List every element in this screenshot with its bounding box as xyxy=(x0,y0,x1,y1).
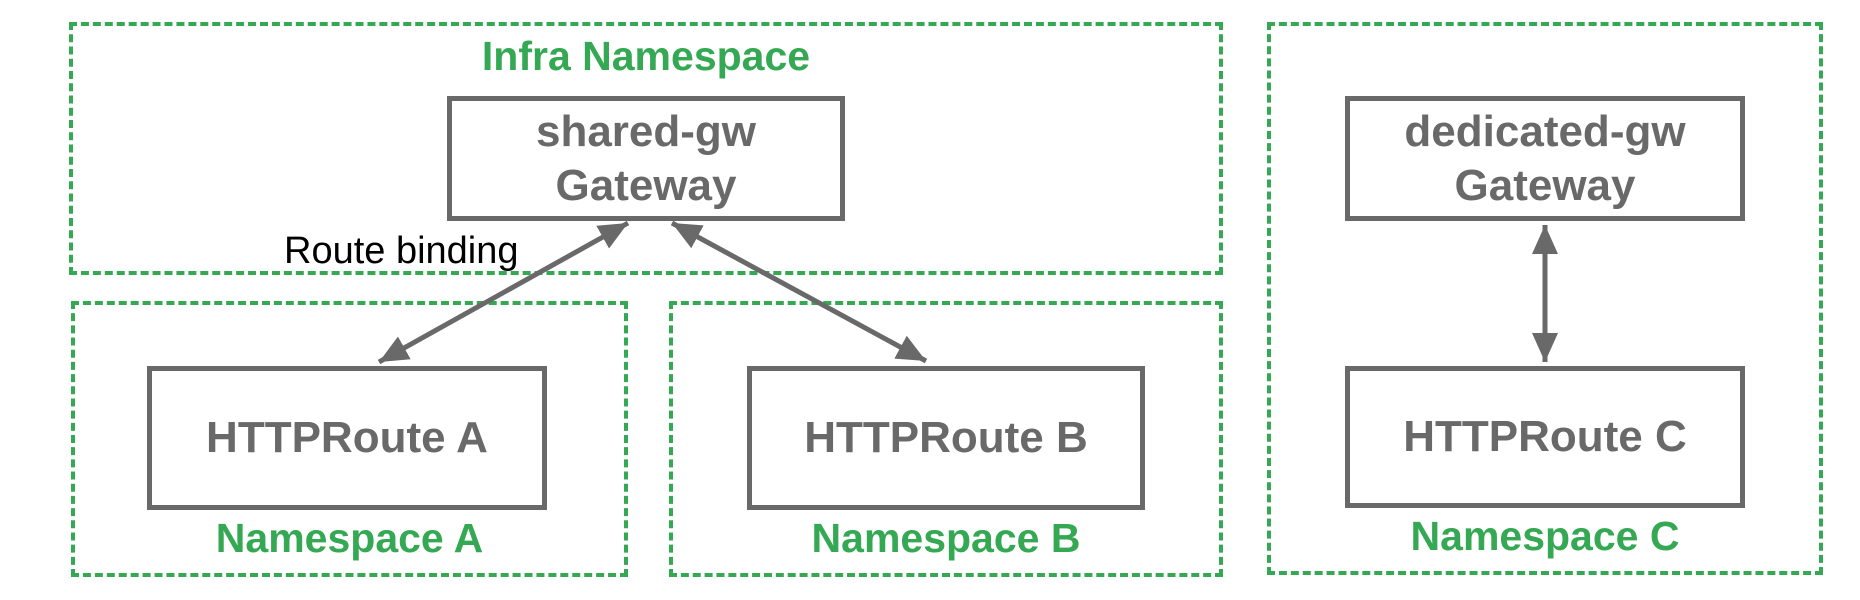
node-httproute-a: HTTPRoute A xyxy=(147,366,547,510)
node-label-dedicated-gw: dedicated-gw Gateway xyxy=(1404,106,1686,210)
node-httproute-b: HTTPRoute B xyxy=(747,366,1145,510)
node-label-httproute-b: HTTPRoute B xyxy=(804,413,1088,463)
node-httproute-c: HTTPRoute C xyxy=(1345,366,1745,508)
namespace-box-b: Namespace B xyxy=(669,301,1223,577)
namespace-label-infra: Infra Namespace xyxy=(481,33,811,79)
namespace-label-b: Namespace B xyxy=(811,514,1081,561)
node-dedicated-gw-gateway: dedicated-gw Gateway xyxy=(1345,96,1745,221)
namespace-label-a: Namespace A xyxy=(215,514,484,561)
namespace-box-a: Namespace A xyxy=(71,301,628,577)
node-label-httproute-a: HTTPRoute A xyxy=(206,413,488,463)
node-label-shared-gw: shared-gw Gateway xyxy=(535,106,757,210)
namespace-label-c: Namespace C xyxy=(1410,512,1680,559)
namespace-box-c: Namespace C xyxy=(1267,22,1823,575)
namespace-box-infra: Infra Namespace xyxy=(69,22,1223,275)
node-shared-gw-gateway: shared-gw Gateway xyxy=(447,96,845,221)
node-label-httproute-c: HTTPRoute C xyxy=(1403,412,1687,462)
route-binding-label: Route binding xyxy=(284,230,519,272)
